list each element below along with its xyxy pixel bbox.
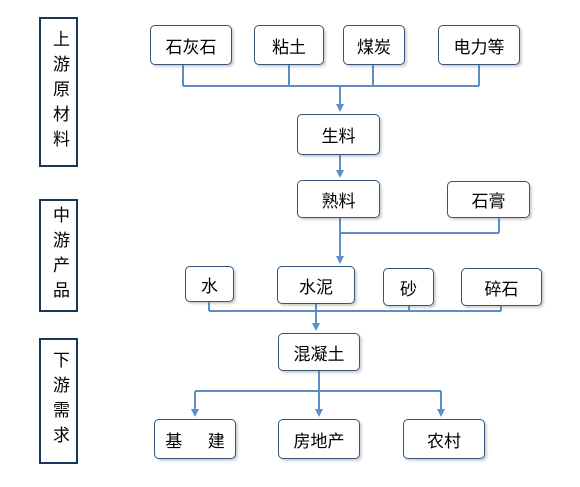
- node-concrete: 混凝土: [278, 333, 360, 371]
- node-gravel: 碎石: [461, 268, 542, 306]
- node-rural: 农村: [403, 419, 485, 459]
- node-infrastructure: 基 建: [154, 419, 236, 459]
- node-water: 水: [185, 266, 234, 302]
- stage-downstream: 下游需求: [39, 338, 78, 464]
- node-limestone: 石灰石: [150, 25, 232, 65]
- stage-upstream-label: 上游原材料: [49, 29, 69, 155]
- stage-midstream: 中游产品: [39, 199, 78, 312]
- node-coal: 煤炭: [343, 25, 405, 65]
- node-gypsum: 石膏: [447, 181, 530, 218]
- node-clinker: 熟料: [297, 180, 380, 218]
- node-real-estate: 房地产: [278, 419, 360, 459]
- node-cement: 水泥: [277, 266, 355, 304]
- node-raw-meal: 生料: [297, 114, 380, 155]
- node-clay: 粘土: [254, 25, 324, 65]
- stage-upstream: 上游原材料: [39, 17, 78, 167]
- stage-midstream-label: 中游产品: [49, 205, 69, 306]
- node-sand: 砂: [383, 268, 434, 306]
- node-electricity: 电力等: [438, 25, 520, 65]
- stage-downstream-label: 下游需求: [49, 351, 69, 451]
